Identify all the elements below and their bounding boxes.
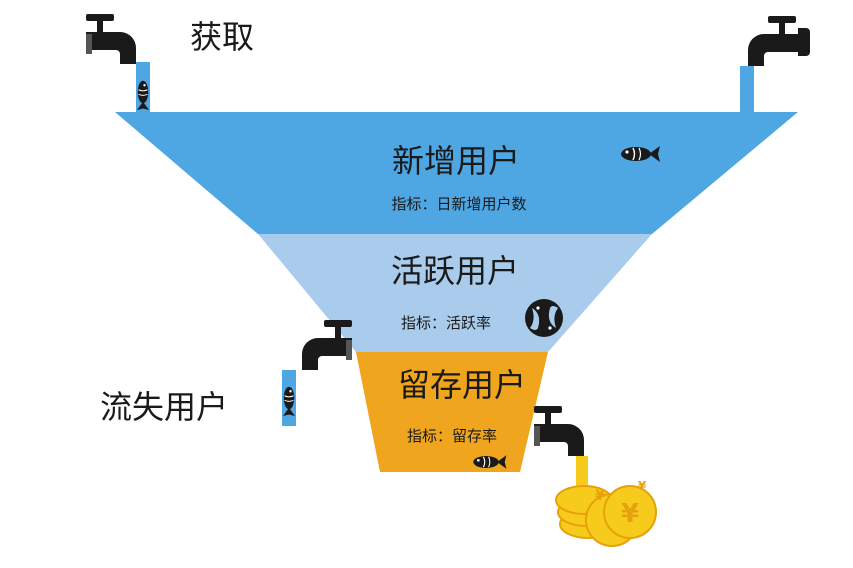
currency-symbol: ¥ [595, 488, 605, 504]
fish-pair-icon [525, 299, 563, 337]
churn-label: 流失用户 [100, 388, 228, 426]
faucet-icon [86, 14, 136, 64]
stage-title-new: 新增用户 [392, 142, 520, 180]
stage-title-retained: 留存用户 [398, 366, 526, 404]
faucet-icon [534, 406, 584, 456]
acquire-label: 获取 [190, 18, 254, 56]
stage-metric-new: 指标：日新增用户数 [391, 195, 526, 213]
stage-metric-retained: 指标：留存率 [407, 427, 497, 445]
funnel-stage-new [115, 112, 798, 234]
funnel-stage-retained [356, 352, 548, 472]
currency-symbol: ¥ [638, 479, 647, 493]
money-stream-icon [576, 456, 588, 486]
currency-symbol: ¥ [621, 499, 639, 529]
stage-title-active: 活跃用户 [391, 252, 519, 290]
water-stream-icon [740, 66, 754, 114]
stage-metric-active: 指标：活跃率 [401, 314, 491, 332]
faucet-icon [748, 16, 810, 66]
coin-stack-icon: ¥ ¥ ¥ [555, 479, 657, 547]
